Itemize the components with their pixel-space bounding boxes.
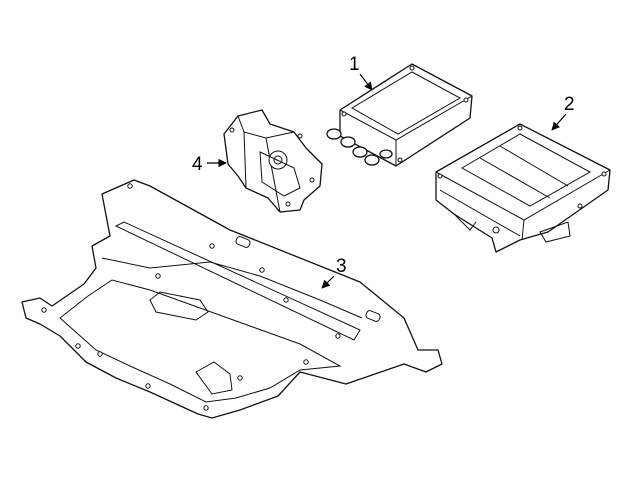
leader-arrow bbox=[359, 73, 373, 91]
callout-1: 1 bbox=[349, 54, 373, 91]
callout-label: 3 bbox=[336, 256, 347, 277]
leader-arrow bbox=[551, 113, 567, 131]
leader-arrow bbox=[321, 275, 335, 289]
callout-label: 4 bbox=[192, 154, 203, 175]
callout-2: 2 bbox=[551, 94, 575, 131]
part-2-module bbox=[435, 123, 611, 253]
part-3-shield bbox=[21, 179, 443, 419]
part-4-bracket bbox=[223, 109, 323, 213]
part-1-module bbox=[326, 63, 473, 167]
callout-label: 1 bbox=[349, 54, 360, 75]
callout-label: 2 bbox=[564, 94, 575, 115]
callout-3: 3 bbox=[321, 256, 347, 289]
callout-4: 4 bbox=[192, 154, 227, 175]
